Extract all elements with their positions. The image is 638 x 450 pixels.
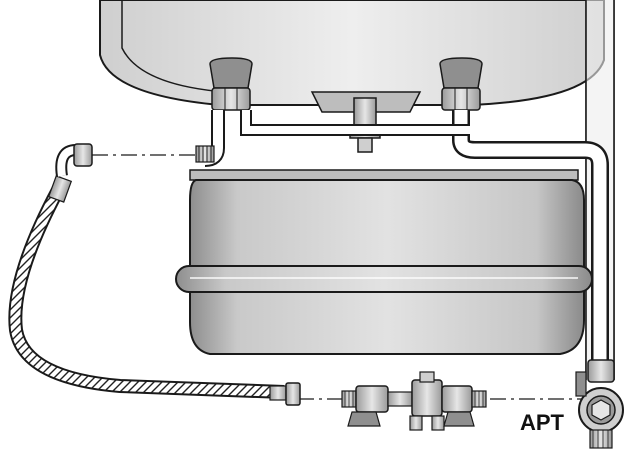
- left-connection-pipe: [204, 110, 296, 167]
- braided-hose: [8, 143, 301, 406]
- apt-valve: [575, 359, 624, 449]
- left-boiler-fitting: [209, 57, 253, 111]
- apt-label: APT: [520, 410, 565, 435]
- alignment-lines: [92, 154, 588, 400]
- expansion-vessel: [175, 145, 593, 355]
- valve-assembly: [341, 371, 487, 431]
- right-connection-pipe: [296, 110, 609, 362]
- right-boiler-fitting: [439, 57, 483, 111]
